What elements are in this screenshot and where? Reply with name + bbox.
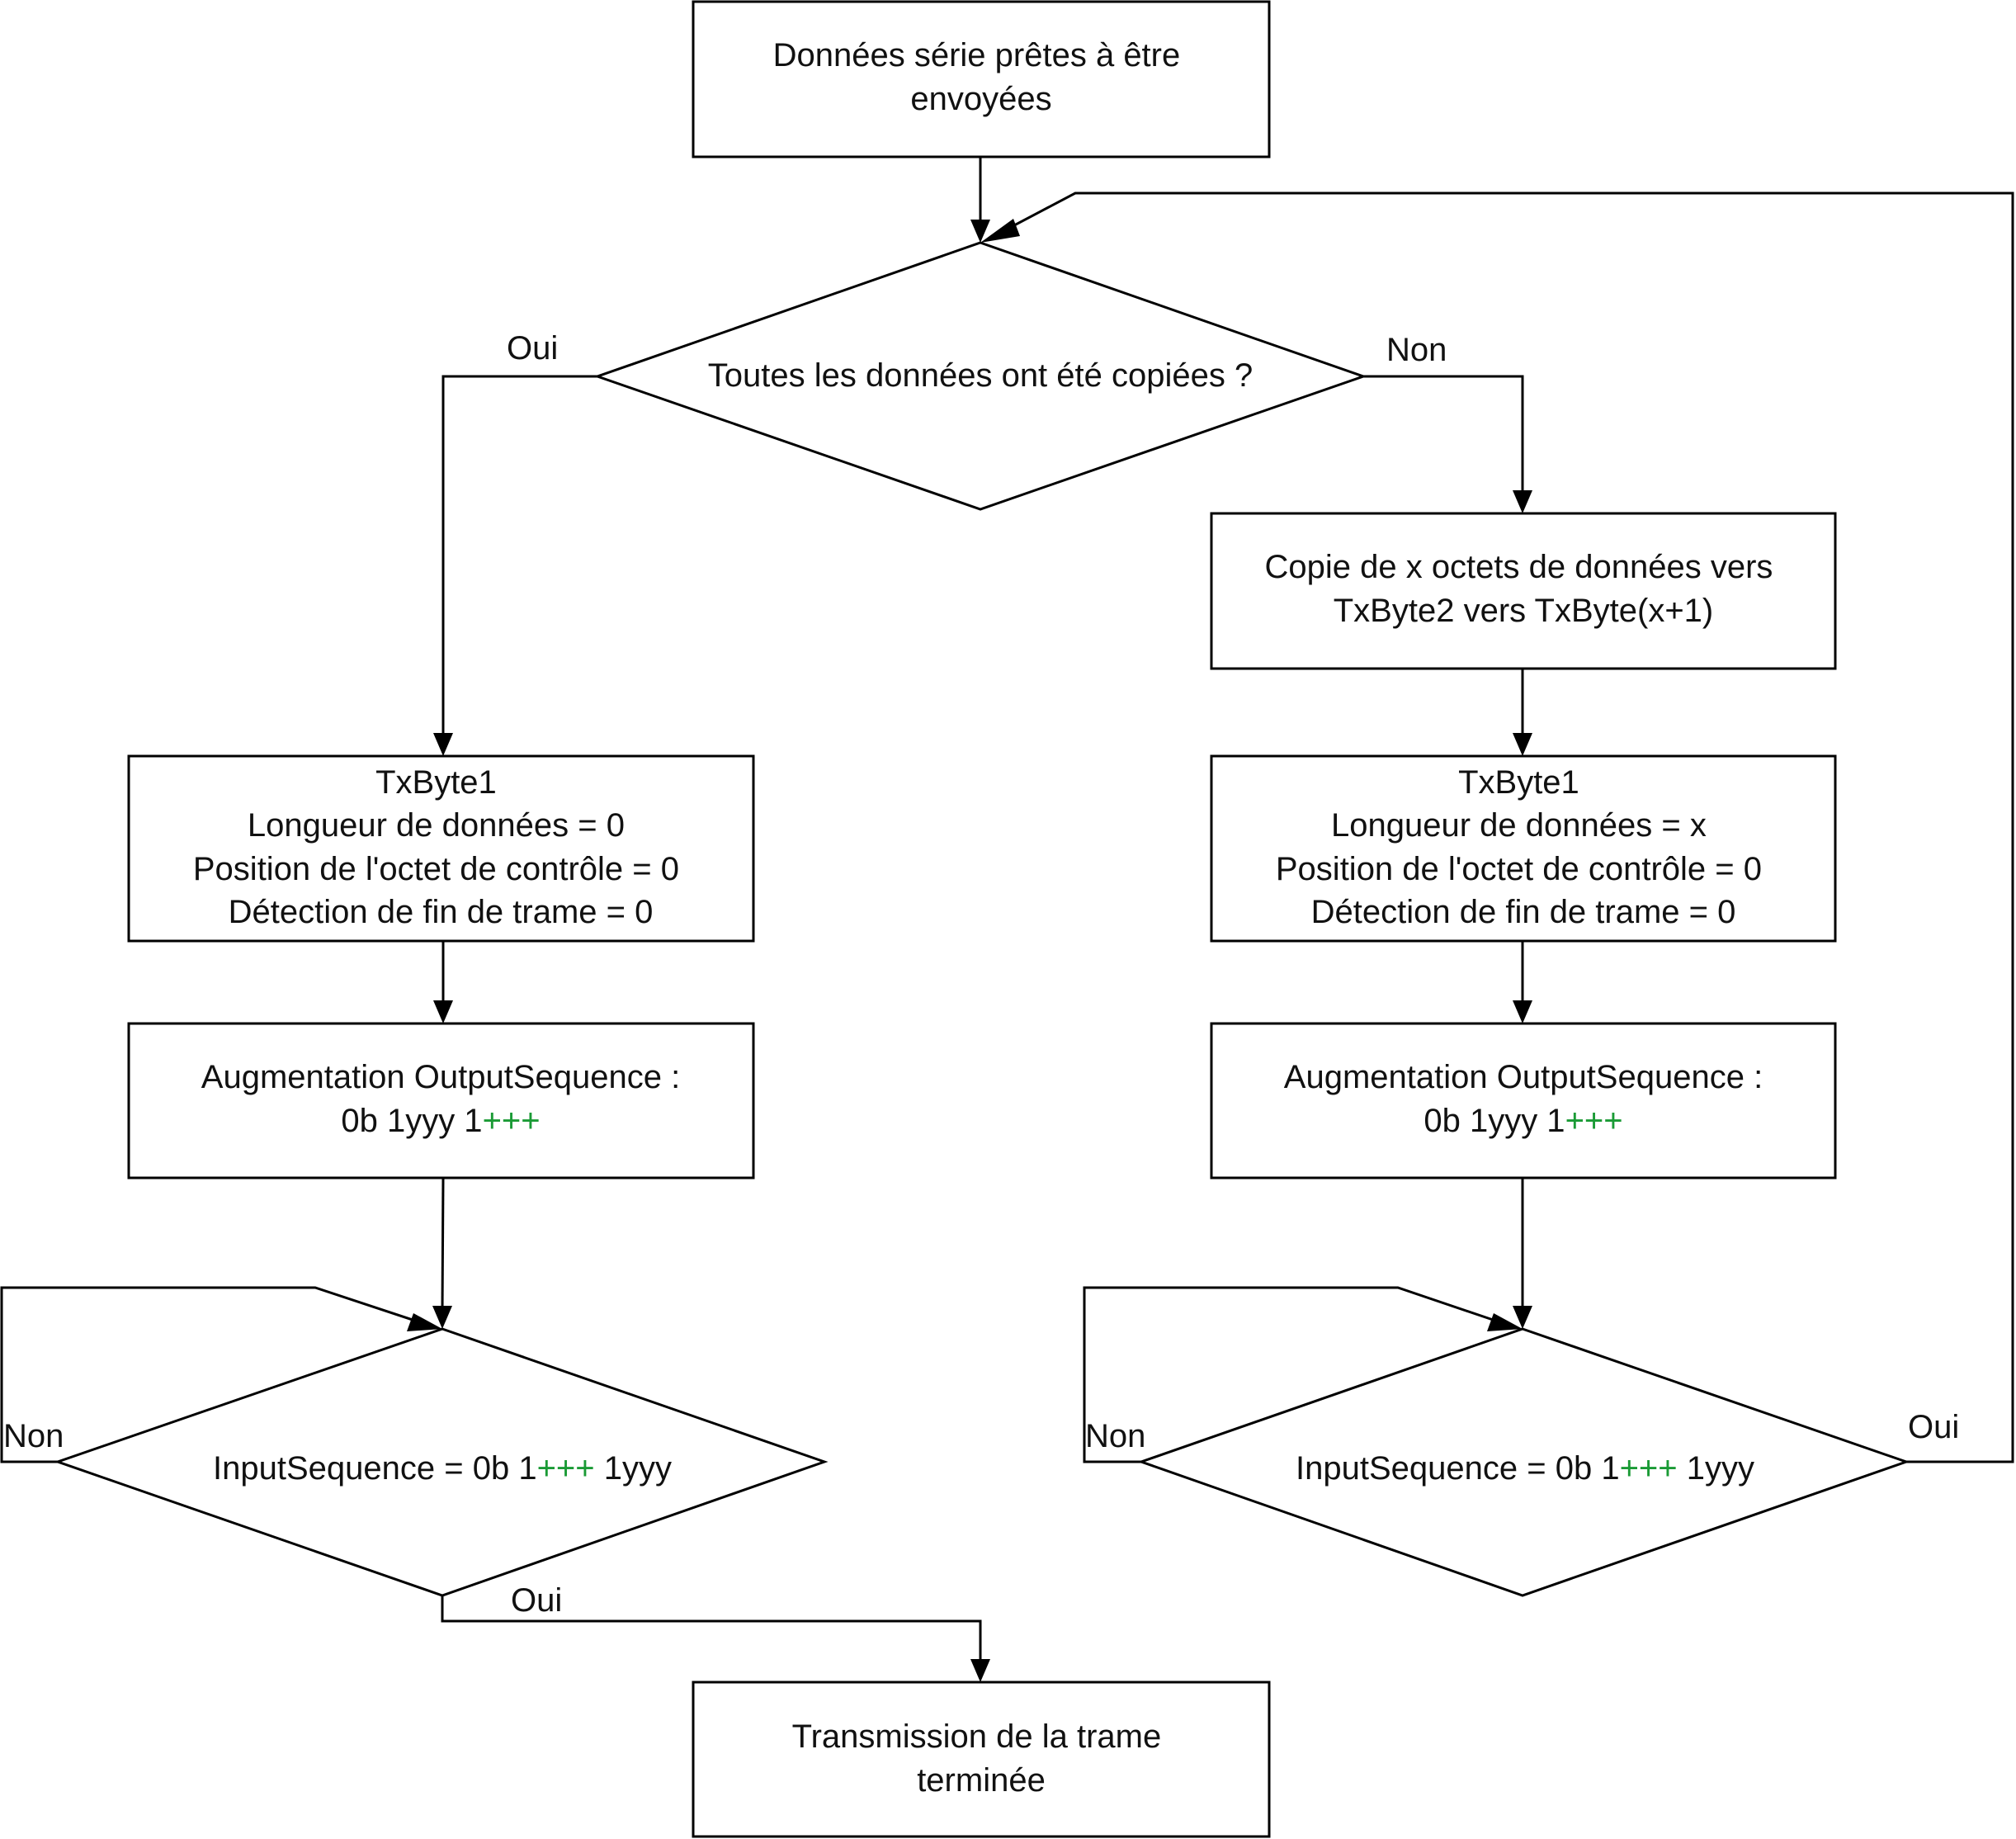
decision-all-copied: Toutes les données ont été copiées ? xyxy=(593,241,1367,511)
start-line-1: Données série prêtes à être xyxy=(773,37,1181,73)
copy-bytes-line-1: Copie de x octets de données vers xyxy=(1264,549,1773,585)
arrowhead xyxy=(970,1659,990,1682)
arrowhead xyxy=(980,219,1020,243)
input-right-highlight: +++ xyxy=(1620,1450,1678,1487)
txbyte-right-line-2: Longueur de données = x xyxy=(1331,807,1707,844)
end-box xyxy=(692,1681,1271,1838)
copy-bytes-line-2: TxByte2 vers TxByte(x+1) xyxy=(1334,593,1714,629)
txbyte-left-line-4: Détection de fin de trame = 0 xyxy=(229,894,654,930)
arrowhead xyxy=(970,220,990,243)
edge-input-left-yes xyxy=(441,1596,982,1664)
input-left-prefix: InputSequence = 0b 1 xyxy=(213,1450,537,1487)
edge-decision-no xyxy=(1363,375,1524,495)
end-text: Transmission de la trame terminée xyxy=(792,1718,1171,1799)
output-left-highlight: +++ xyxy=(483,1103,541,1139)
txbyte-right-text: TxByte1 Longueur de données = x Position… xyxy=(1276,764,1771,930)
output-left-box xyxy=(127,1022,755,1180)
txbyte-right-node: TxByte1 Longueur de données = x Position… xyxy=(1210,754,1837,943)
label-copied-yes: Oui xyxy=(507,330,558,366)
edge-input-left-no-loop xyxy=(0,1286,423,1463)
arrowhead xyxy=(407,1313,442,1331)
decision-diamond xyxy=(593,241,1367,511)
connectors xyxy=(0,157,2014,1682)
input-left-diamond xyxy=(54,1327,829,1597)
start-text: Données série prêtes à être envoyées xyxy=(773,37,1190,117)
end-line-1: Transmission de la trame xyxy=(792,1718,1162,1755)
edge-decision-yes xyxy=(441,375,597,738)
txbyte-right-line-4: Détection de fin de trame = 0 xyxy=(1311,894,1736,930)
txbyte-left-node: TxByte1 Longueur de données = 0 Position… xyxy=(127,754,755,943)
arrowhead xyxy=(433,733,453,756)
txbyte-left-line-1: TxByte1 xyxy=(375,764,497,801)
arrowhead xyxy=(1513,733,1532,756)
output-left-prefix: 0b 1yyy 1 xyxy=(341,1103,482,1139)
arrowhead xyxy=(1513,1000,1532,1024)
copy-bytes-text: Copie de x octets de données vers TxByte… xyxy=(1264,549,1782,629)
edge-output-to-input-left xyxy=(441,1177,445,1312)
arrowhead xyxy=(433,1000,453,1024)
label-input-right-yes: Oui xyxy=(1908,1409,1959,1445)
input-left-highlight: +++ xyxy=(537,1450,595,1487)
input-right-text: InputSequence = 0b 1+++ 1yyy xyxy=(1296,1450,1754,1487)
txbyte-right-line-3: Position de l'octet de contrôle = 0 xyxy=(1276,851,1762,887)
arrowhead xyxy=(1513,1306,1532,1329)
txbyte-right-line-1: TxByte1 xyxy=(1458,764,1579,801)
input-left-text: InputSequence = 0b 1+++ 1yyy xyxy=(213,1450,672,1487)
arrowhead xyxy=(1487,1313,1523,1331)
output-right-node: Augmentation OutputSequence : 0b 1yyy 1+… xyxy=(1210,1022,1837,1180)
txbyte-left-line-2: Longueur de données = 0 xyxy=(248,807,625,844)
edge-loop-back-to-decision xyxy=(999,191,2014,1463)
output-right-prefix: 0b 1yyy 1 xyxy=(1423,1103,1565,1139)
input-left-decision: InputSequence = 0b 1+++ 1yyy xyxy=(54,1327,829,1597)
decision-text: Toutes les données ont été copiées ? xyxy=(708,357,1253,394)
txbyte-right-box xyxy=(1210,754,1837,943)
input-right-suffix: 1yyy xyxy=(1678,1450,1754,1487)
label-copied-no: Non xyxy=(1386,332,1447,368)
arrowhead xyxy=(1513,490,1532,513)
output-right-line-2: 0b 1yyy 1+++ xyxy=(1423,1103,1622,1139)
edge-labels: Oui Non Non Oui Non Oui xyxy=(3,330,1959,1619)
txbyte-left-text: TxByte1 Longueur de données = 0 Position… xyxy=(193,764,688,930)
input-right-decision: InputSequence = 0b 1+++ 1yyy xyxy=(1137,1327,1910,1597)
output-right-highlight: +++ xyxy=(1565,1103,1623,1139)
output-right-line-1: Augmentation OutputSequence : xyxy=(1284,1059,1763,1095)
end-node: Transmission de la trame terminée xyxy=(692,1681,1271,1838)
edge-input-right-no-loop xyxy=(1083,1286,1504,1463)
input-right-prefix: InputSequence = 0b 1 xyxy=(1296,1450,1620,1487)
start-line-2: envoyées xyxy=(910,81,1051,117)
txbyte-left-line-3: Position de l'octet de contrôle = 0 xyxy=(193,851,679,887)
label-input-left-yes: Oui xyxy=(511,1582,562,1619)
input-left-suffix: 1yyy xyxy=(595,1450,672,1487)
start-box xyxy=(692,0,1271,158)
output-left-node: Augmentation OutputSequence : 0b 1yyy 1+… xyxy=(127,1022,755,1180)
txbyte-left-box xyxy=(127,754,755,943)
copy-bytes-node: Copie de x octets de données vers TxByte… xyxy=(1210,512,1837,670)
arrowhead xyxy=(432,1306,452,1329)
label-input-left-no: Non xyxy=(3,1418,64,1454)
start-node: Données série prêtes à être envoyées xyxy=(692,0,1271,158)
output-left-line-2: 0b 1yyy 1+++ xyxy=(341,1103,540,1139)
output-left-line-1: Augmentation OutputSequence : xyxy=(201,1059,680,1095)
input-right-diamond xyxy=(1137,1327,1910,1597)
end-line-2: terminée xyxy=(917,1762,1046,1799)
label-input-right-no: Non xyxy=(1085,1418,1145,1454)
output-right-box xyxy=(1210,1022,1837,1180)
copy-bytes-box xyxy=(1210,512,1837,670)
